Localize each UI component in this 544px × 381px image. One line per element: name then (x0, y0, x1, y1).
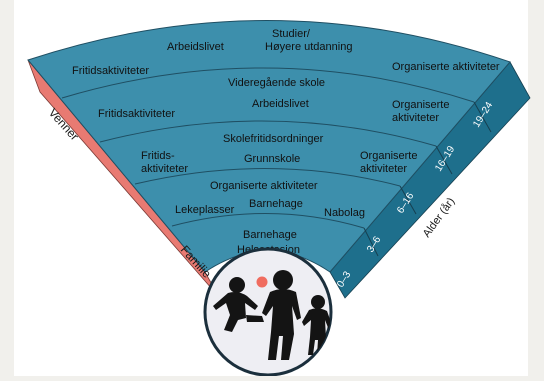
age-divider-2 (399, 185, 417, 215)
ring4-label-videregaende-skole: Videregående skole (228, 77, 325, 89)
ring4-label-fritidsaktiviteter: Fritidsaktiviteter (98, 108, 175, 120)
ring4-label-aktiviteter: aktiviteter (392, 112, 439, 124)
ring-divider-2 (99, 120, 437, 147)
ring3-label-skolefritidsordninger: Skolefritidsordninger (223, 133, 324, 145)
age-divider-4 (473, 101, 492, 133)
ring-divider-3 (134, 167, 401, 187)
ring2-label-lekeplasser: Lekeplasser (175, 204, 235, 216)
age-divider-1 (363, 227, 379, 257)
ring-divider-1 (61, 67, 475, 103)
age-divider-3 (435, 145, 453, 175)
outer-label-fritidsaktiviteter: Fritidsaktiviteter (72, 65, 149, 77)
ring3-label-aktiviteter-right: aktiviteter (360, 163, 407, 175)
ring4-label-arbeidslivet: Arbeidslivet (252, 98, 309, 110)
ring3-label-grunnskole: Grunnskole (244, 153, 300, 165)
ring2-label-barnehage: Barnehage (249, 198, 303, 210)
outer-label-hoyere-utdanning: Høyere utdanning (265, 41, 352, 53)
ring3-label-organiserte: Organiserte (360, 150, 417, 162)
ring1-label-barnehage: Barnehage (243, 229, 297, 241)
ring3-label-fritids: Fritids- (141, 150, 175, 162)
ring2-label-nabolag: Nabolag (324, 207, 365, 219)
children-silhouette-icon (213, 270, 331, 360)
ball-icon (256, 276, 268, 288)
ring4-label-organiserte: Organiserte (392, 99, 449, 111)
ring2-label-organiserte-aktiviteter: Organiserte aktiviteter (210, 180, 318, 192)
outer-label-arbeidslivet: Arbeidslivet (167, 41, 224, 53)
outer-label-studier: Studier/ (272, 28, 311, 40)
ring-divider-4 (171, 212, 365, 229)
ring3-label-aktiviteter-left: aktiviteter (141, 163, 188, 175)
outer-label-organiserte-aktiviteter: Organiserte aktiviteter (392, 61, 500, 73)
